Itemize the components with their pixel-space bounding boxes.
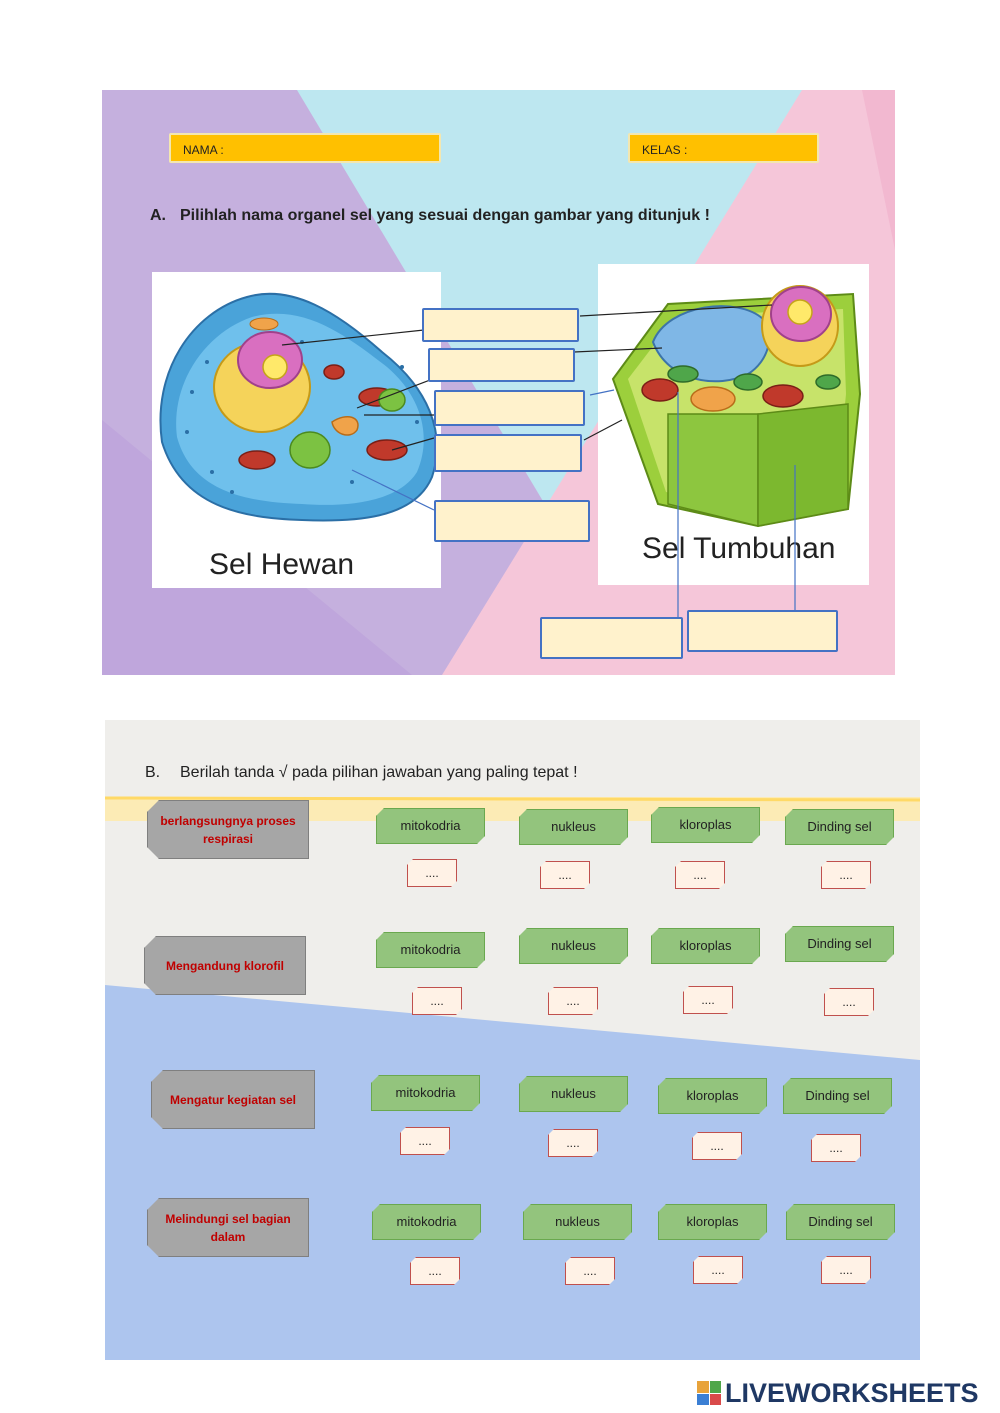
option-mitokodria-row-3[interactable]: mitokodria: [371, 1075, 480, 1111]
question-row-4-text: Melindungi sel bagian dalam: [165, 1211, 291, 1244]
question-row-4: Melindungi sel bagian dalam: [147, 1198, 309, 1257]
liveworksheets-brand-text: LIVEWORKSHEETS: [725, 1377, 979, 1408]
plant-cell-image: Sel Tumbuhan: [598, 264, 869, 585]
option-dinding-sel-row-4[interactable]: Dinding sel: [786, 1204, 895, 1240]
class-label: KELAS :: [642, 143, 688, 157]
option-mitokodria-row-4[interactable]: mitokodria: [372, 1204, 481, 1240]
answer-box-5[interactable]: [434, 500, 590, 542]
pointer-lines: [281, 304, 796, 630]
option-mitokodria-row-1[interactable]: mitokodria: [376, 808, 485, 844]
answer-box-6[interactable]: [540, 617, 683, 659]
option-nukleus-row-1[interactable]: nukleus: [519, 809, 628, 845]
checkbox-mitokodria-row-2[interactable]: ....: [412, 987, 462, 1015]
checkbox-mitokodria-row-1[interactable]: ....: [407, 859, 457, 887]
option-dinding-sel-row-3[interactable]: Dinding sel: [783, 1078, 892, 1114]
answer-box-2[interactable]: [428, 348, 575, 382]
class-field[interactable]: KELAS :: [628, 133, 819, 163]
option-kloroplas-row-1[interactable]: kloroplas: [651, 807, 760, 843]
question-row-3: Mengatur kegiatan sel: [151, 1070, 315, 1129]
option-kloroplas-row-3[interactable]: kloroplas: [658, 1078, 767, 1114]
plant-cell-illustration: [611, 285, 862, 528]
section-a-panel: NAMA : KELAS : A. Pilihlah nama organel s…: [102, 90, 895, 675]
animal-cell-image: Sel Hewan: [152, 272, 441, 588]
checkbox-nukleus-row-1[interactable]: ....: [540, 861, 590, 889]
option-nukleus-row-2[interactable]: nukleus: [519, 928, 628, 964]
checkbox-nukleus-row-2[interactable]: ....: [548, 987, 598, 1015]
answer-box-3[interactable]: [434, 390, 585, 426]
question-row-3-text: Mengatur kegiatan sel: [169, 1092, 297, 1107]
answer-box-4[interactable]: [434, 434, 582, 472]
answer-box-7[interactable]: [687, 610, 838, 652]
option-nukleus-row-3[interactable]: nukleus: [519, 1076, 628, 1112]
name-field[interactable]: NAMA :: [169, 133, 441, 163]
animal-cell-caption: Sel Hewan: [209, 548, 355, 581]
option-dinding-sel-row-1[interactable]: Dinding sel: [785, 809, 894, 845]
checkbox-nukleus-row-3[interactable]: ....: [548, 1129, 598, 1157]
question-a: A. Pilihlah nama organel sel yang sesuai …: [150, 207, 710, 225]
section-b-panel: B. Berilah tanda √ pada pilihan jawaban y…: [105, 720, 920, 1360]
question-b-text: Berilah tanda √ pada pilihan jawaban yan…: [180, 764, 578, 781]
question-row-1-text: berlangsungnya proses respirasi: [160, 813, 296, 846]
option-mitokodria-row-2[interactable]: mitokodria: [376, 932, 485, 968]
option-nukleus-row-4[interactable]: nukleus: [523, 1204, 632, 1240]
checkbox-dinding-sel-row-4[interactable]: ....: [821, 1256, 871, 1284]
checkbox-kloroplas-row-1[interactable]: ....: [675, 861, 725, 889]
option-kloroplas-row-4[interactable]: kloroplas: [658, 1204, 767, 1240]
checkbox-kloroplas-row-2[interactable]: ....: [683, 986, 733, 1014]
checkbox-dinding-sel-row-1[interactable]: ....: [821, 861, 871, 889]
checkbox-nukleus-row-4[interactable]: ....: [565, 1257, 615, 1285]
question-a-number: A.: [150, 207, 166, 224]
checkbox-dinding-sel-row-3[interactable]: ....: [811, 1134, 861, 1162]
question-b: B. Berilah tanda √ pada pilihan jawaban y…: [145, 764, 578, 782]
question-b-number: B.: [145, 764, 161, 781]
question-row-1: berlangsungnya proses respirasi: [147, 800, 309, 859]
checkbox-mitokodria-row-4[interactable]: ....: [410, 1257, 460, 1285]
name-label: NAMA :: [183, 143, 224, 157]
question-a-text: Pilihlah nama organel sel yang sesuai de…: [180, 207, 710, 224]
liveworksheets-logo[interactable]: LIVEWORKSHEETS: [697, 1378, 979, 1408]
question-row-2: Mengandung klorofil: [144, 936, 306, 995]
option-kloroplas-row-2[interactable]: kloroplas: [651, 928, 760, 964]
question-row-2-text: Mengandung klorofil: [166, 958, 284, 973]
animal-cell-illustration: [159, 292, 438, 522]
checkbox-mitokodria-row-3[interactable]: ....: [400, 1127, 450, 1155]
plant-cell-caption: Sel Tumbuhan: [642, 532, 836, 565]
checkbox-kloroplas-row-4[interactable]: ....: [693, 1256, 743, 1284]
checkbox-kloroplas-row-3[interactable]: ....: [692, 1132, 742, 1160]
checkbox-dinding-sel-row-2[interactable]: ....: [824, 988, 874, 1016]
answer-box-1[interactable]: [422, 308, 579, 342]
liveworksheets-logo-icon: [697, 1381, 721, 1405]
option-dinding-sel-row-2[interactable]: Dinding sel: [785, 926, 894, 962]
